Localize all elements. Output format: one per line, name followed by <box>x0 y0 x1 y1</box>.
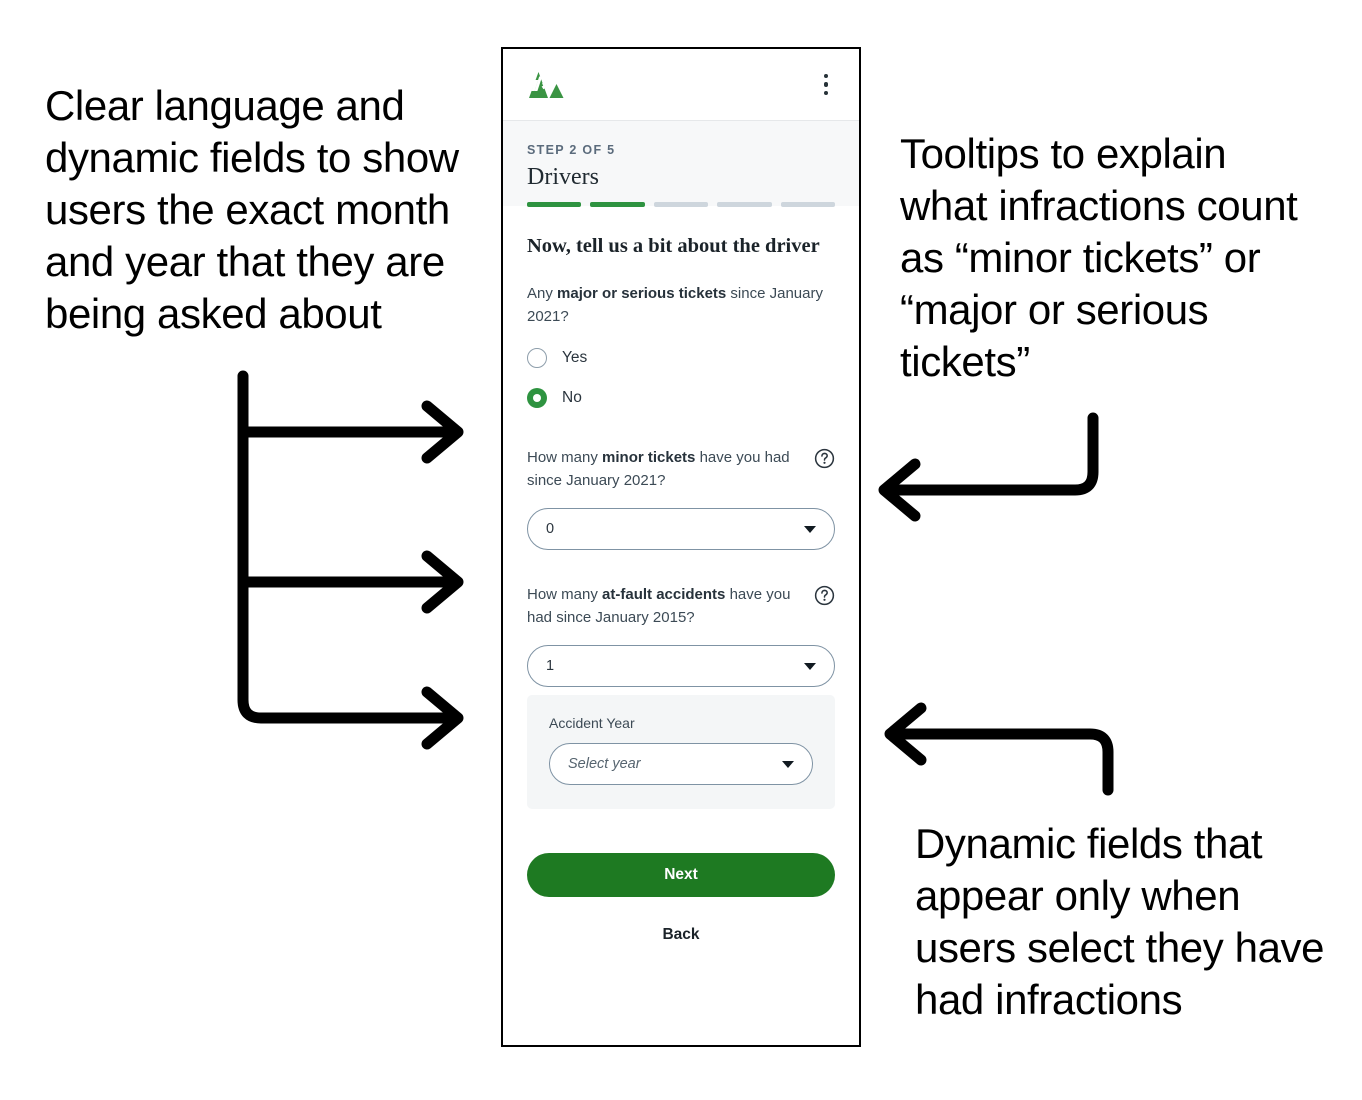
arrow-left-head-top <box>421 400 464 464</box>
arrow-left-trunk <box>237 370 458 724</box>
mountain-logo <box>529 71 564 98</box>
back-button[interactable]: Back <box>656 925 705 945</box>
help-circle-icon[interactable] <box>814 585 835 606</box>
select-at-fault-accidents-value: 1 <box>546 657 555 674</box>
chevron-down-icon <box>804 525 816 533</box>
annotation-left-clear-language: Clear language and dynamic fields to sho… <box>45 82 459 337</box>
select-accident-year-value: Select year <box>568 755 641 772</box>
radio-label-yes: Yes <box>562 348 588 366</box>
next-button[interactable]: Next <box>527 852 835 897</box>
select-minor-tickets-value: 0 <box>546 520 555 537</box>
chevron-down-icon <box>782 760 794 768</box>
question-at-fault-accidents: How many at-fault accidents have you had… <box>527 583 835 809</box>
progress-segment-5 <box>780 202 836 207</box>
radio-circle-no[interactable] <box>527 387 547 408</box>
label-emphasis: major or serious tickets <box>557 284 727 302</box>
step-eyebrow: STEP 2 OF 5 <box>527 143 616 157</box>
question-major-tickets: Any major or serious tickets since Janua… <box>527 282 835 408</box>
progress-segment-3 <box>653 202 709 207</box>
mobile-form-card: STEP 2 OF 5 Drivers Now, tell us a bit a… <box>501 47 861 1047</box>
chevron-down-icon <box>804 662 816 670</box>
arrow-bottom-right-elbow <box>890 728 1114 796</box>
annotation-right-dynamic-fields: Dynamic fields that appear only when use… <box>915 820 1325 1023</box>
radio-option-yes[interactable]: Yes <box>527 347 835 368</box>
app-bar <box>503 49 859 121</box>
question-at-fault-accidents-label: How many at-fault accidents have you had… <box>527 583 795 629</box>
progress-segment-4 <box>717 202 772 207</box>
arrow-left-head-bottom <box>421 686 464 750</box>
label-suffix: have you had since January 2015? <box>527 585 791 626</box>
question-minor-tickets-label: How many minor tickets have you had sinc… <box>527 446 795 492</box>
form-heading: Now, tell us a bit about the driver <box>527 235 820 257</box>
label-suffix: since January 2021? <box>527 284 823 325</box>
progress-segment-1 <box>527 202 582 207</box>
arrow-top-right-elbow <box>884 412 1099 496</box>
arrow-top-right-head <box>878 458 921 522</box>
select-minor-tickets-count[interactable]: 0 <box>527 507 835 550</box>
page-title: Drivers <box>527 164 599 190</box>
question-major-tickets-label: Any major or serious tickets since Janua… <box>527 282 835 328</box>
select-accident-year[interactable]: Select year <box>549 742 813 785</box>
label-emphasis: at-fault accidents <box>602 585 726 603</box>
kebab-dot <box>823 90 829 96</box>
accident-year-label: Accident Year <box>549 714 635 731</box>
annotation-right-tooltips: Tooltips to explain what infractions cou… <box>900 130 1298 385</box>
kebab-dot <box>823 73 829 79</box>
label-prefix: Any <box>527 284 558 302</box>
help-circle-icon[interactable] <box>814 448 835 469</box>
progress-bar <box>527 202 836 207</box>
kebab-menu-icon[interactable] <box>815 70 837 100</box>
select-at-fault-accidents-count[interactable]: 1 <box>527 644 835 687</box>
label-emphasis: minor tickets <box>602 448 696 466</box>
radio-group-major-tickets: Yes No <box>527 347 835 408</box>
question-minor-tickets: How many minor tickets have you had sinc… <box>527 446 835 550</box>
label-suffix: have you had since January 2021? <box>527 448 790 489</box>
form-actions: Next Back <box>527 852 835 945</box>
label-prefix: How many <box>527 448 603 466</box>
form-body: Now, tell us a bit about the driver Any … <box>503 206 859 945</box>
arrow-bottom-right-head <box>884 702 927 766</box>
label-prefix: How many <box>527 585 603 603</box>
step-header: STEP 2 OF 5 Drivers <box>503 121 859 207</box>
radio-label-no: No <box>562 388 582 406</box>
radio-circle-yes[interactable] <box>527 347 547 368</box>
kebab-dot <box>823 82 829 87</box>
radio-option-no[interactable]: No <box>527 387 835 408</box>
progress-segment-2 <box>590 202 645 207</box>
dynamic-accident-year-panel: Accident Year Select year <box>527 694 835 809</box>
arrow-left-head-middle <box>421 550 464 614</box>
